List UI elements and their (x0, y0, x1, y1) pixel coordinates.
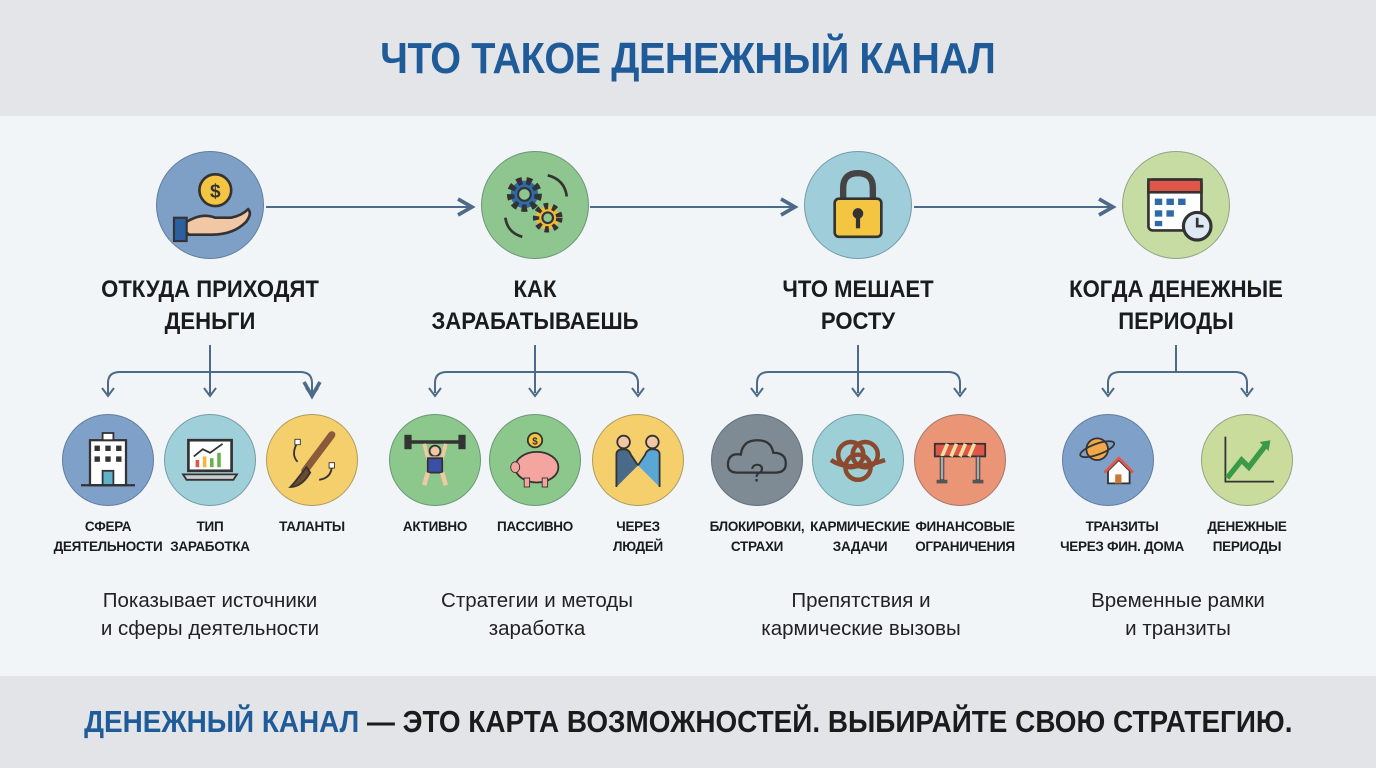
label-line: ПАССИВНО (497, 519, 573, 534)
page-title: ЧТО ТАКОЕ ДЕНЕЖНЫЙ КАНАЛ (0, 34, 1376, 84)
label-line: ОГРАНИЧЕНИЯ (915, 539, 1015, 554)
heading-line: ЗАРАБАТЫВАЕШЬ (431, 308, 639, 335)
label-line: ЗАРАБОТКА (170, 539, 250, 554)
svg-text:$: $ (532, 437, 538, 448)
desc-line: и транзиты (1125, 617, 1231, 640)
label-line: КАРМИЧЕСКИЕ (810, 519, 910, 534)
step-heading-sources: ОТКУДА ПРИХОДЯТ ДЕНЬГИ (60, 274, 360, 338)
label-line: ТАЛАНТЫ (279, 519, 345, 534)
tree-1 (107, 345, 312, 396)
label-line: ЛЮДЕЙ (613, 539, 663, 554)
child-label: ТИП ЗАРАБОТКА (145, 517, 275, 557)
desc-line: Стратегии и методы (441, 589, 633, 612)
heading-line: КОГДА ДЕНЕЖНЫЕ (1069, 276, 1283, 303)
desc-line: и сферы деятельности (100, 617, 320, 640)
planet-house-icon (1062, 414, 1154, 506)
label-line: АКТИВНО (402, 519, 468, 534)
heading-line: РОСТУ (820, 308, 896, 335)
child-label: ФИНАНСОВЫЕ ОГРАНИЧЕНИЯ (900, 517, 1030, 557)
label-line: ЧЕРЕЗ (616, 519, 660, 534)
step-heading-earning: КАК ЗАРАБАТЫВАЕШЬ (385, 274, 685, 338)
header-band (0, 0, 1376, 116)
desc-line: Временные рамки (1091, 589, 1265, 612)
label-line: ПЕРИОДЫ (1212, 539, 1282, 554)
footer-rest: — ЭТО КАРТА ВОЗМОЖНОСТЕЙ. ВЫБИРАЙТЕ СВОЮ… (358, 704, 1293, 739)
laptop-chart-icon (164, 414, 256, 506)
footer-tagline: ДЕНЕЖНЫЙ КАНАЛ — ЭТО КАРТА ВОЗМОЖНОСТЕЙ.… (0, 704, 1376, 740)
gears-icon (481, 151, 589, 259)
child-label: АКТИВНО (370, 517, 500, 537)
calendar-clock-icon (1122, 151, 1230, 259)
desc-line: Показывает источники (102, 589, 318, 612)
heading-line: ДЕНЬГИ (164, 308, 256, 335)
step-description: Стратегии и методы заработка (387, 587, 687, 643)
footer-highlight: ДЕНЕЖНЫЙ КАНАЛ (83, 704, 359, 739)
label-line: СФЕРА (84, 519, 132, 534)
desc-line: кармические вызовы (761, 617, 961, 640)
label-line: ДЕЯТЕЛЬНОСТИ (53, 539, 163, 554)
child-label: СФЕРА ДЕЯТЕЛЬНОСТИ (43, 517, 173, 557)
hand-coin-icon: $ (156, 151, 264, 259)
heading-line: ОТКУДА ПРИХОДЯТ (101, 276, 319, 303)
child-label: КАРМИЧЕСКИЕ ЗАДАЧИ (795, 517, 925, 557)
office-building-icon (62, 414, 154, 506)
step-description: Препятствия и кармические вызовы (711, 587, 1011, 643)
step-description: Показывает источники и сферы деятельности (60, 587, 360, 643)
desc-line: Препятствия и (791, 589, 931, 612)
tree-3 (756, 345, 961, 393)
piggy-bank-icon: $ (489, 414, 581, 506)
child-label: ТРАНЗИТЫ ЧЕРЕЗ ФИН. ДОМА (1047, 517, 1197, 557)
desc-line: заработка (488, 617, 586, 640)
weightlifter-icon (389, 414, 481, 506)
tree-2 (434, 345, 639, 393)
cloud-question-icon: ? (711, 414, 803, 506)
heading-line: ЧТО МЕШАЕТ (782, 276, 934, 303)
label-line: ЧЕРЕЗ ФИН. ДОМА (1060, 539, 1184, 554)
child-label: ТАЛАНТЫ (247, 517, 377, 537)
growth-chart-icon (1201, 414, 1293, 506)
child-label: ЧЕРЕЗ ЛЮДЕЙ (573, 517, 703, 557)
footer-band (0, 676, 1376, 768)
label-line: БЛОКИРОВКИ, (709, 519, 805, 534)
label-line: ДЕНЕЖНЫЕ (1207, 519, 1287, 534)
page-title-text: ЧТО ТАКОЕ ДЕНЕЖНЫЙ КАНАЛ (380, 34, 996, 83)
heading-line: ПЕРИОДЫ (1118, 308, 1234, 335)
knot-icon (812, 414, 904, 506)
label-line: ТИП (196, 519, 224, 534)
label-line: ЗАДАЧИ (832, 539, 888, 554)
svg-text:$: $ (210, 182, 221, 203)
tree-4 (1107, 345, 1248, 393)
padlock-icon (804, 151, 912, 259)
child-label: БЛОКИРОВКИ, СТРАХИ (692, 517, 822, 557)
step-description: Временные рамки и транзиты (1028, 587, 1328, 643)
handshake-icon (592, 414, 684, 506)
step-heading-periods: КОГДА ДЕНЕЖНЫЕ ПЕРИОДЫ (1026, 274, 1326, 338)
paintbrush-icon (266, 414, 358, 506)
heading-line: КАК (513, 276, 557, 303)
barrier-icon (914, 414, 1006, 506)
child-label: ПАССИВНО (470, 517, 600, 537)
svg-text:?: ? (750, 460, 764, 488)
child-label: ДЕНЕЖНЫЕ ПЕРИОДЫ (1182, 517, 1312, 557)
label-line: ФИНАНСОВЫЕ (915, 519, 1015, 534)
label-line: ТРАНЗИТЫ (1085, 519, 1159, 534)
step-heading-obstacles: ЧТО МЕШАЕТ РОСТУ (708, 274, 1008, 338)
label-line: СТРАХИ (730, 539, 784, 554)
